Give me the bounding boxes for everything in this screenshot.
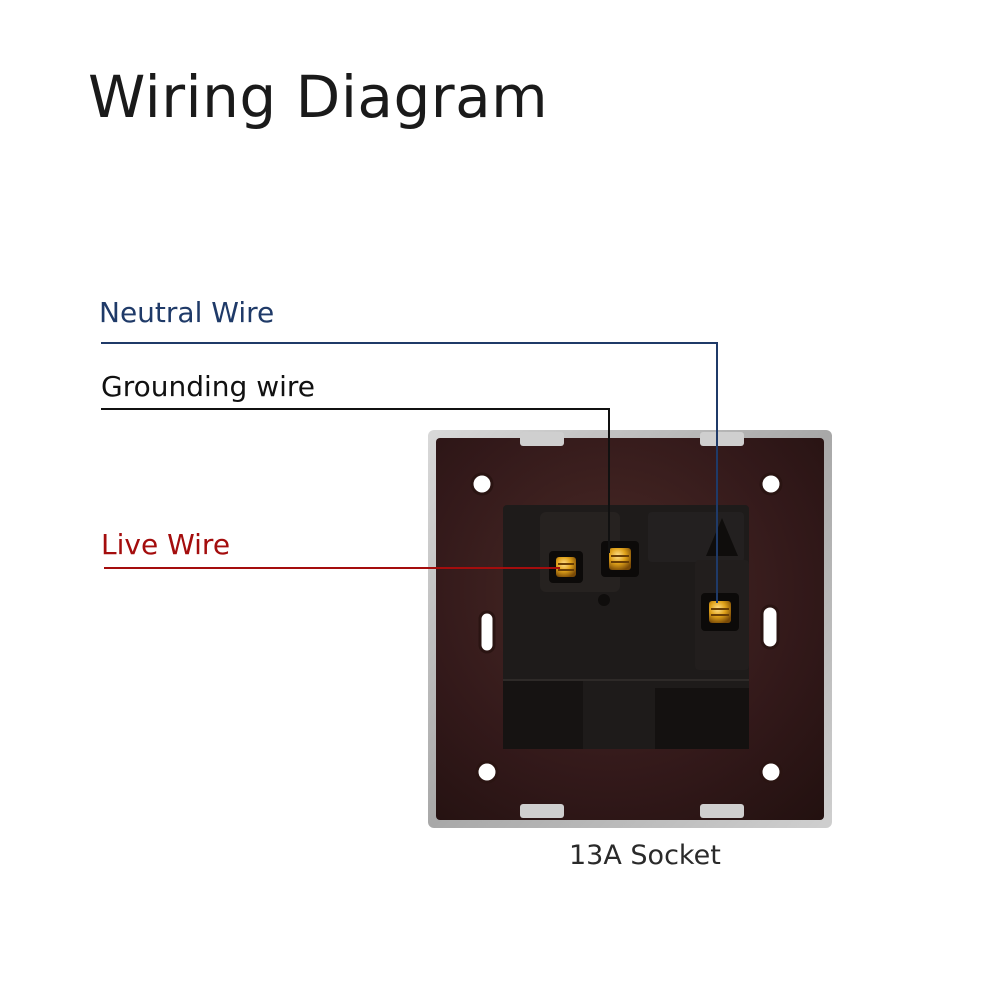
plate-tab — [520, 804, 564, 818]
grounding-wire-label: Grounding wire — [101, 370, 315, 403]
page-title: Wiring Diagram — [88, 63, 549, 131]
terminals — [549, 541, 739, 631]
ground-terminal — [601, 541, 639, 577]
module-block — [503, 680, 583, 749]
live-wire-label: Live Wire — [101, 528, 231, 561]
module-notch — [706, 518, 738, 556]
mounting-hole — [470, 472, 494, 496]
neutral-wire-line — [101, 342, 718, 603]
neutral-wire-label: Neutral Wire — [99, 296, 275, 329]
live-terminal — [549, 551, 583, 583]
module-block — [655, 688, 749, 749]
mounting-hole — [475, 760, 499, 784]
mounting-hole — [759, 760, 783, 784]
plate-tab — [520, 432, 564, 446]
mounting-slot — [760, 604, 780, 650]
grounding-wire-line — [101, 408, 610, 553]
neutral-terminal — [701, 593, 739, 631]
plate-tab — [700, 432, 744, 446]
mounting-slot — [478, 610, 496, 654]
module-screw-hole — [598, 594, 610, 606]
mounting-hole — [759, 472, 783, 496]
plate-tab — [700, 804, 744, 818]
socket-caption: 13A Socket — [569, 840, 721, 871]
